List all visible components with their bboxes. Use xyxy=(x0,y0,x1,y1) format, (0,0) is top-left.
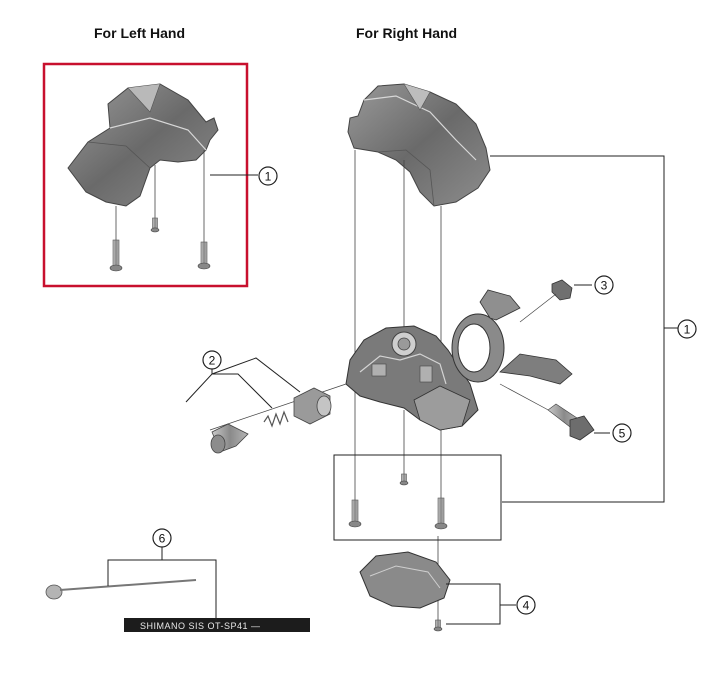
callout-3-circle xyxy=(594,275,614,295)
right-screw-short xyxy=(399,473,409,486)
callout-1-right: 1 xyxy=(684,323,691,337)
left-screw-long-a xyxy=(109,206,123,272)
right-screw-long-a xyxy=(348,499,362,528)
clamp-bolt xyxy=(547,403,595,441)
callout-5-circle xyxy=(612,423,632,443)
callout-5: 5 xyxy=(619,427,626,441)
callout-1-right-circle xyxy=(677,319,697,339)
cable-print-text: SHIMANO SIS OT-SP41 — xyxy=(140,621,261,631)
inner-cable xyxy=(45,579,197,600)
callout-4-circle xyxy=(516,595,536,615)
left-hand-heading: For Left Hand xyxy=(94,25,185,41)
adjuster-barrel xyxy=(210,423,249,454)
left-screw-short xyxy=(150,165,160,233)
right-screw-long-b xyxy=(434,497,448,530)
callout-1-left: 1 xyxy=(265,170,272,184)
callout-6: 6 xyxy=(159,532,166,546)
end-cap-part xyxy=(551,279,573,301)
left-cover-part xyxy=(67,83,219,207)
callout-6-circle xyxy=(152,528,172,548)
callout-2: 2 xyxy=(209,354,216,368)
screw-group-box xyxy=(333,454,502,541)
adjuster-spring xyxy=(263,410,289,428)
callout-1-left-circle xyxy=(258,166,278,186)
callout-3: 3 xyxy=(601,279,608,293)
left-screw-long-b xyxy=(197,150,211,270)
handlebar-clamp xyxy=(451,289,573,385)
callout-4: 4 xyxy=(523,599,530,613)
adjuster-nut xyxy=(293,387,332,425)
bottom-cover-part xyxy=(359,551,451,609)
right-cover-part xyxy=(347,83,491,207)
cable-housing: SHIMANO SIS OT-SP41 — xyxy=(124,618,310,632)
callout-2-circle xyxy=(202,350,222,370)
shifter-body xyxy=(345,325,479,431)
bottom-screw xyxy=(433,619,443,632)
right-hand-heading: For Right Hand xyxy=(356,25,458,41)
